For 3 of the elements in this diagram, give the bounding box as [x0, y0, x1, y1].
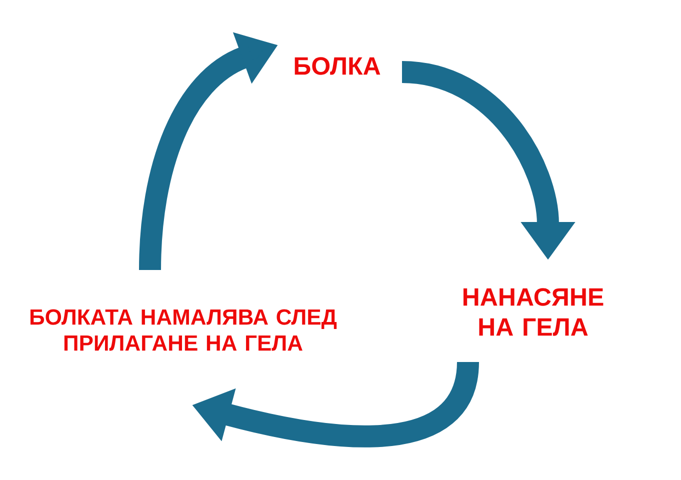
step-label: БОЛКА: [294, 57, 380, 75]
step-label: НАНАСЯНЕ НА ГЕЛА: [464, 288, 604, 336]
step-label: БОЛКАТА НАМАЛЯВА СЛЕД ПРИЛАГАНЕ НА ГЕЛА: [30, 309, 337, 351]
